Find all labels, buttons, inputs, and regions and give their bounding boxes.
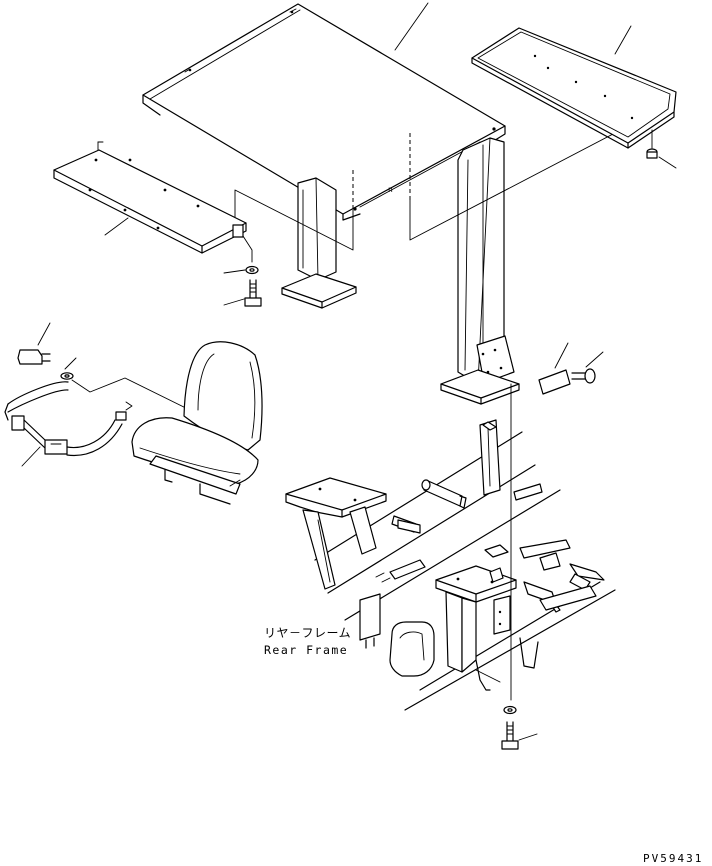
leader-roof-bolt [658,156,677,169]
leader-bracket-bolt [585,351,604,368]
svg-text:n: n [388,185,393,194]
rear-frame [285,419,616,711]
drawing-code: PV59431 [643,852,703,865]
leader-seat-belt [21,446,41,467]
side-cover [53,141,247,254]
canopy-post-right [440,137,520,405]
roof-panel [471,27,677,149]
leader-bolt-belt [37,322,51,346]
leader-canopy [394,2,429,51]
assembly-line-belt [71,377,201,416]
rear-frame-label-jp: リヤ－フレーム [264,626,351,640]
rear-frame-label-en: Rear Frame [264,643,348,657]
leader-washer-left [223,269,246,274]
bolt-bracket [571,368,596,384]
leader-washer-belt [64,357,77,370]
leader-side-cover [104,217,129,236]
leader-bolt-left [223,298,245,306]
washer-left [245,265,259,275]
canopy-post-left [281,177,357,309]
assembly-line-left [234,189,354,251]
canopy-roof: n [142,3,506,221]
bolt-roof-panel [646,129,658,159]
leader-roof-panel [614,25,632,55]
bolt-left [244,279,262,307]
leader-bolt-bottom [518,733,538,741]
leader-bracket [554,342,569,369]
bolt-bottom [501,721,519,750]
operator-seat [131,341,263,505]
seat-belt [4,349,133,457]
washer-bottom [503,705,517,715]
assembly-line-right [409,121,637,241]
assembly-line-cover [242,235,253,263]
bracket [538,369,571,395]
